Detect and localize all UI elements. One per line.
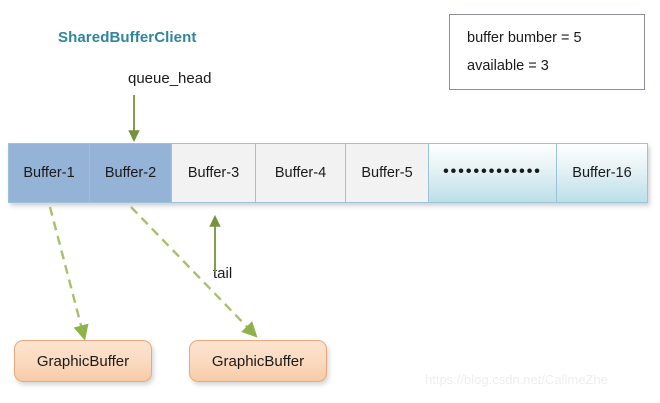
buffer1-to-graphicbuffer-arrow [48,206,89,341]
buffer2-to-graphicbuffer-arrow [130,206,258,338]
legend-box: buffer bumber = 5 available = 3 [449,14,645,90]
buffer-cell-5[interactable]: Buffer-5 [346,144,429,202]
buffer-cell-label: Buffer-3 [187,165,240,181]
watermark: https://blog.csdn.net/CallmeZhe [425,372,608,387]
tail-label: tail [213,265,233,282]
legend-line-buffer-number: buffer bumber = 5 [467,30,582,46]
buffer-cell-label: Buffer-4 [274,165,327,181]
queue-head-label: queue_head [128,70,212,87]
graphic-buffer-box-2[interactable]: GraphicBuffer [189,340,327,382]
buffer-cell-3[interactable]: Buffer-3 [172,144,256,202]
buffer-cell-label: Buffer-1 [23,165,75,181]
graphic-buffer-box-1[interactable]: GraphicBuffer [14,340,152,382]
buffer-cell-label: Buffer-2 [104,165,157,181]
buffer-cell-1[interactable]: Buffer-1 [9,144,90,202]
legend-line-available: available = 3 [467,58,549,74]
buffer-cell-4[interactable]: Buffer-4 [256,144,346,202]
buffer-cell-label: Buffer-5 [361,165,413,181]
buffer-cell-2[interactable]: Buffer-2 [90,144,172,202]
buffer-strip: Buffer-1 Buffer-2 Buffer-3 Buffer-4 Buff… [8,143,648,203]
graphic-buffer-label: GraphicBuffer [36,352,130,370]
page-title: SharedBufferClient [58,29,197,46]
buffer-cell-16[interactable]: Buffer-16 [557,144,647,202]
buffer-cell-label: Buffer-16 [572,165,632,181]
graphic-buffer-label: GraphicBuffer [211,352,305,370]
buffer-cell-ellipsis: ••••••••••••• [429,144,557,202]
